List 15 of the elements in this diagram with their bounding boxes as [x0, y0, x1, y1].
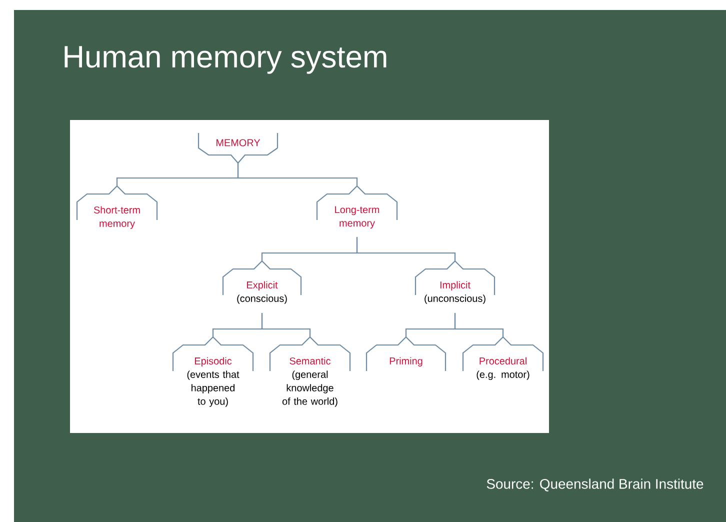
connector-line [356, 237, 456, 261]
connector-line [237, 163, 358, 186]
category-bracket: Episodic (events that happened to you) [172, 336, 254, 407]
category-bracket: Implicit (unconscious) [414, 260, 496, 304]
slide-title: Human memory system [64, 46, 386, 74]
category-bracket: Explicit (conscious) [222, 260, 302, 304]
source-caption: Source: Queensland Brain Institute [486, 478, 704, 492]
connector-line [261, 313, 311, 337]
connector-line [454, 313, 504, 337]
category-bracket: MEMORY [198, 133, 278, 164]
category-bracket: Semantic (general knowledge of the world) [269, 336, 351, 407]
category-bracket: Procedural (e.g. motor) [462, 336, 544, 380]
category-bracket: Long-term memory [316, 185, 398, 229]
category-bracket: Priming [366, 336, 446, 371]
category-bracket: Short-term memory [76, 185, 158, 229]
